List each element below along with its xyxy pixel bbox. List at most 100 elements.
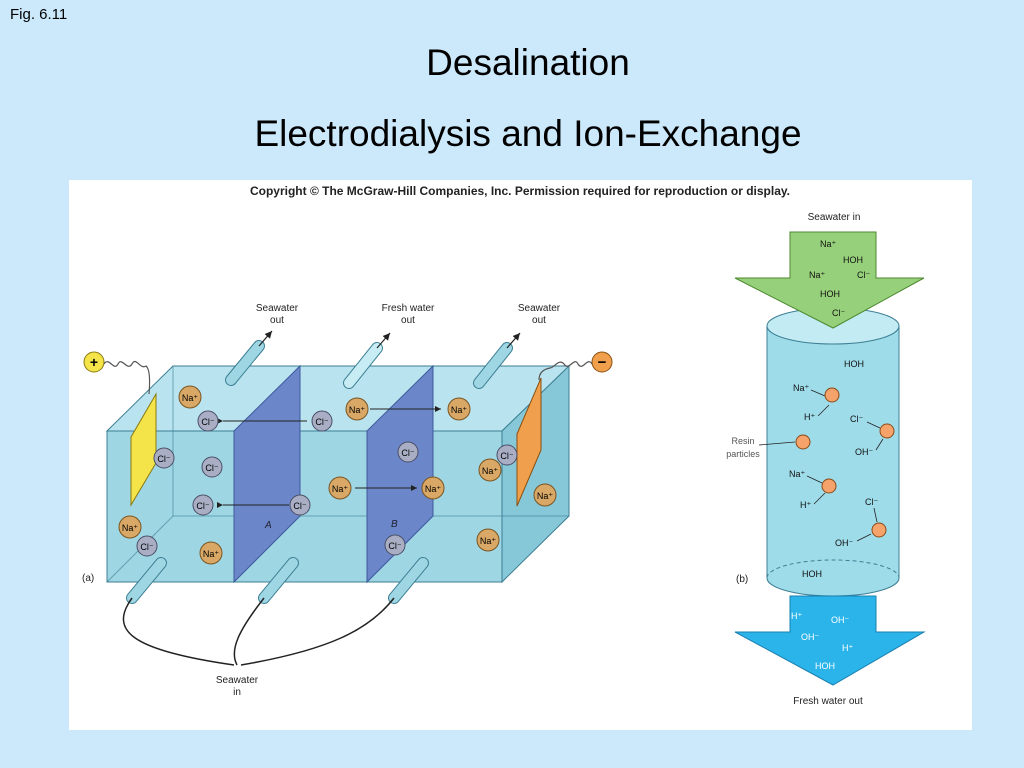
inflow-ion: Cl⁻: [857, 270, 870, 280]
svg-text:Na⁺: Na⁺: [480, 536, 497, 546]
resin-particle: [824, 387, 840, 403]
column-hydrogen-ion: H⁺: [800, 500, 811, 510]
svg-text:Cl⁻: Cl⁻: [388, 541, 401, 551]
svg-text:Na⁺: Na⁺: [332, 484, 349, 494]
outflow-ion: OH⁻: [831, 615, 850, 625]
column-hydroxide-ion: OH⁻: [835, 538, 854, 548]
resin-particle: [871, 522, 887, 538]
svg-text:Na⁺: Na⁺: [451, 405, 468, 415]
negative-terminal: [591, 351, 613, 373]
inflow-ion: Cl⁻: [832, 308, 845, 318]
svg-text:Cl⁻: Cl⁻: [196, 501, 209, 511]
inlet-pipe-left: [126, 557, 167, 604]
chloride-ion: Cl⁻: [311, 410, 333, 432]
resin-particle: [821, 478, 837, 494]
figure-panel: Copyright © The McGraw-Hill Companies, I…: [69, 180, 972, 730]
svg-text:Cl⁻: Cl⁻: [293, 501, 306, 511]
sodium-ion: Na⁺: [199, 541, 223, 565]
chloride-ion: Cl⁻: [201, 456, 223, 478]
column-sodium-ion: Na⁺: [789, 469, 806, 479]
svg-text:Na⁺: Na⁺: [425, 484, 442, 494]
ion-exchange-column: Seawater in Na⁺ HOH Na⁺ Cl⁻ HOH Cl⁻ HOH …: [726, 212, 926, 707]
figure-label: Fig. 6.11: [10, 6, 68, 23]
fresh-water-out-label: Fresh water out: [793, 696, 863, 707]
svg-text:Na⁺: Na⁺: [203, 549, 220, 559]
minus-sign: −: [598, 354, 607, 371]
outlet-pipe-center: [343, 332, 391, 389]
outflow-ion: H⁺: [842, 643, 853, 653]
column-sodium-ion: Na⁺: [793, 383, 810, 393]
column-chloride-ion: Cl⁻: [865, 497, 878, 507]
inflow-ion: HOH: [820, 289, 840, 299]
chloride-ion: Cl⁻: [136, 535, 158, 557]
membrane-a-label: A: [264, 520, 272, 531]
column-water-bottom: HOH: [802, 569, 822, 579]
inlet-pipe-right: [388, 557, 429, 604]
panel-b-label: (b): [736, 574, 748, 585]
inlet-hose-right: [240, 597, 395, 666]
desalination-diagram: Copyright © The McGraw-Hill Companies, I…: [82, 184, 926, 707]
inflow-ion: Na⁺: [820, 239, 837, 249]
svg-text:Na⁺: Na⁺: [537, 491, 554, 501]
sodium-ion: Na⁺: [118, 515, 142, 539]
positive-terminal: [83, 351, 105, 373]
sodium-ion: Na⁺: [478, 458, 502, 482]
chloride-ion: Cl⁻: [397, 441, 419, 463]
svg-text:Cl⁻: Cl⁻: [157, 454, 170, 464]
chloride-ion: Cl⁻: [153, 447, 175, 469]
svg-text:Na⁺: Na⁺: [482, 466, 499, 476]
column-water-top: HOH: [844, 359, 864, 369]
chloride-ion: Cl⁻: [197, 410, 219, 432]
plus-sign: +: [90, 354, 98, 370]
cathode-wire: [538, 361, 593, 381]
chloride-ion: Cl⁻: [192, 494, 214, 516]
svg-text:Na⁺: Na⁺: [182, 393, 199, 403]
svg-text:Cl⁻: Cl⁻: [500, 451, 513, 461]
svg-text:Na⁺: Na⁺: [349, 405, 366, 415]
membrane-b: [366, 364, 434, 584]
chloride-ion: Cl⁻: [384, 534, 406, 556]
inflow-ion: HOH: [843, 255, 863, 265]
resin-particle: [795, 434, 811, 450]
slide-subtitle: Electrodialysis and Ion-Exchange: [254, 113, 802, 154]
inlet-hose-left: [122, 597, 235, 666]
slide-title: Desalination: [426, 42, 630, 83]
cathode-plate: [516, 377, 542, 507]
outlet-pipe-left: [225, 330, 273, 386]
svg-text:Cl⁻: Cl⁻: [140, 542, 153, 552]
column-hydroxide-ion: OH⁻: [855, 447, 874, 457]
copyright-notice: Copyright © The McGraw-Hill Companies, I…: [250, 184, 790, 198]
chloride-ion: Cl⁻: [289, 494, 311, 516]
inlet-hose-center: [233, 597, 265, 666]
fresh-water-outflow-arrow: [734, 595, 926, 686]
svg-text:Cl⁻: Cl⁻: [201, 417, 214, 427]
svg-text:Na⁺: Na⁺: [122, 523, 139, 533]
sodium-ion: Na⁺: [328, 476, 352, 500]
svg-text:Cl⁻: Cl⁻: [205, 463, 218, 473]
column-hydrogen-ion: H⁺: [804, 412, 815, 422]
membrane-a: [233, 364, 301, 584]
svg-text:Cl⁻: Cl⁻: [401, 448, 414, 458]
sodium-ion: Na⁺: [447, 397, 471, 421]
resin-particle: [879, 423, 895, 439]
membrane-b-label: B: [391, 519, 398, 530]
sodium-ion: Na⁺: [533, 483, 557, 507]
sodium-ion: Na⁺: [476, 528, 500, 552]
column-chloride-ion: Cl⁻: [850, 414, 863, 424]
outlet-pipe-right: [473, 332, 521, 389]
inflow-ion: Na⁺: [809, 270, 826, 280]
outflow-ion: OH⁻: [801, 632, 820, 642]
outflow-ion: HOH: [815, 661, 835, 671]
outflow-ion: H⁺: [791, 611, 802, 621]
chloride-ion: Cl⁻: [496, 444, 518, 466]
panel-a-label: (a): [82, 573, 94, 584]
svg-text:Cl⁻: Cl⁻: [315, 417, 328, 427]
sodium-ion: Na⁺: [178, 385, 202, 409]
inlet-pipe-center: [258, 557, 299, 604]
